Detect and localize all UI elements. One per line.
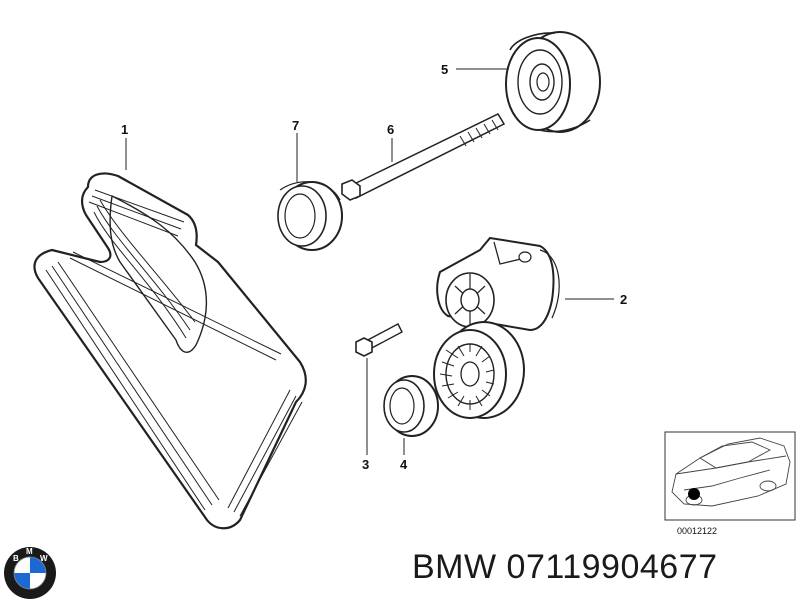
logo-letter-b: B (13, 554, 19, 563)
washer-ring-4 (383, 375, 439, 437)
idler-pulley-5 (505, 31, 601, 133)
diagram-number: 00012122 (677, 526, 717, 536)
drive-belt (33, 172, 307, 530)
callout-5: 5 (441, 62, 448, 77)
callout-6: 6 (387, 122, 394, 137)
short-bolt-3 (355, 323, 403, 357)
logo-letter-m: M (26, 547, 33, 556)
long-bolt-6 (341, 113, 506, 201)
vehicle-inset: 00012122 (664, 431, 796, 536)
callout-4: 4 (400, 457, 408, 472)
callout-7: 7 (292, 118, 299, 133)
location-marker-icon (688, 488, 700, 500)
callout-1: 1 (121, 122, 128, 137)
leader-lines (125, 68, 614, 455)
car-outline-icon (671, 437, 791, 507)
part-title: BMW 07119904677 (412, 548, 718, 586)
seal-ring-7 (277, 181, 343, 251)
logo-letter-w: W (40, 554, 48, 563)
callout-2: 2 (620, 292, 627, 307)
callout-3: 3 (362, 457, 369, 472)
tensioner-pulley (433, 321, 525, 419)
belt-tensioner-2 (436, 236, 560, 332)
bmw-logo: B M W (4, 547, 56, 599)
